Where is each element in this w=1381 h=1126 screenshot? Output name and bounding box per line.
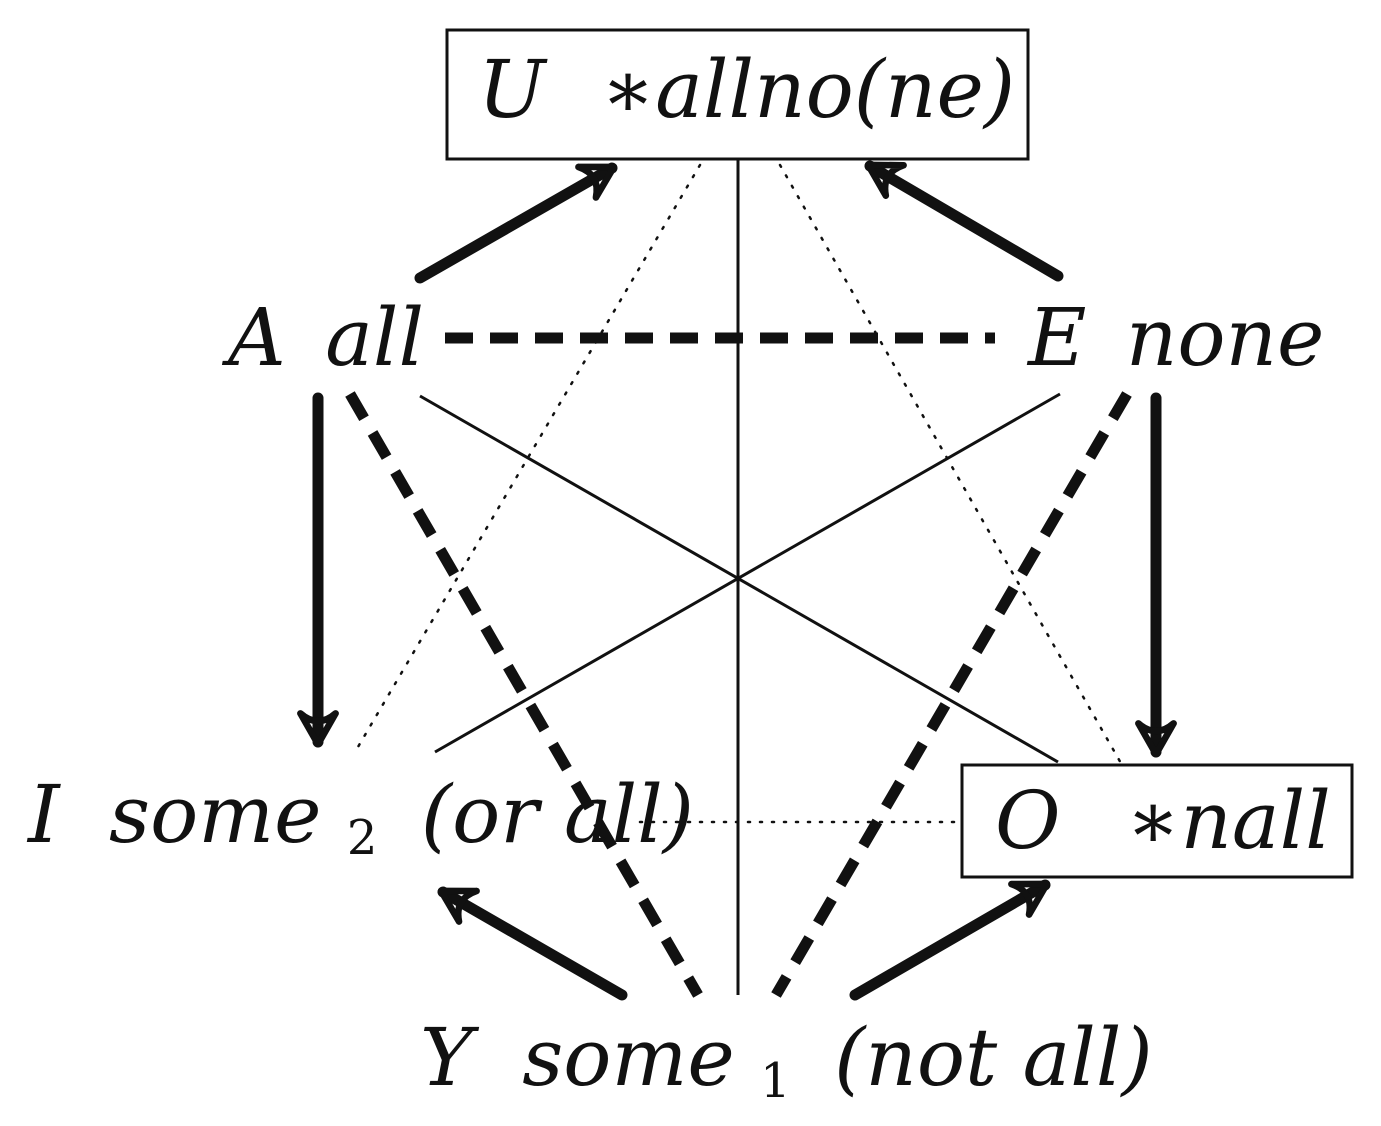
e-y-dashed-line: [771, 391, 1132, 998]
i-node-text-after: (or all): [421, 768, 694, 861]
e-i-line: [434, 392, 1061, 754]
u-node-label: U ∗allno(ne): [478, 43, 1015, 136]
e-to-u-arrow: [864, 160, 1064, 282]
u-o-dotted-line: [778, 163, 1124, 767]
a-node-letter: A: [221, 291, 286, 384]
o-node-letter: O: [995, 774, 1061, 867]
y-node-label: Y some 1 (not all): [420, 1011, 1153, 1116]
y-node-text-after: (not all): [834, 1011, 1153, 1104]
o-node-label: O ∗nall: [995, 774, 1331, 867]
y-to-o-arrow: [849, 879, 1051, 1001]
u-node-letter: U: [478, 43, 548, 136]
entailment-arrows: [297, 160, 1177, 1001]
e-node-letter: E: [1026, 291, 1086, 384]
y-node-letter: Y: [420, 1011, 480, 1104]
subcontrary-lines: [353, 163, 1124, 824]
e-node-label: E none: [1026, 291, 1324, 384]
i-node-label: I some 2 (or all): [26, 768, 694, 873]
o-node-box: [960, 763, 1354, 879]
y-to-i-arrow: [437, 886, 628, 1001]
y-node-text: some: [522, 1011, 734, 1104]
i-node-text: some: [109, 768, 321, 861]
y-node-subscript: 1: [760, 1053, 791, 1109]
contrary-lines: [345, 332, 1132, 998]
a-node-label: A all: [221, 291, 424, 384]
a-to-u-arrow: [414, 162, 618, 284]
e-node-text: none: [1126, 291, 1325, 384]
i-node-letter: I: [26, 768, 61, 861]
i-node-subscript: 2: [347, 810, 378, 866]
o-node-text: ∗nall: [1126, 774, 1331, 867]
a-node-text: all: [325, 291, 424, 384]
contradiction-lines: [419, 160, 1061, 995]
a-y-dashed-line: [345, 391, 703, 998]
u-node-text: ∗allno(ne): [601, 43, 1015, 136]
u-node-box: [445, 28, 1030, 161]
